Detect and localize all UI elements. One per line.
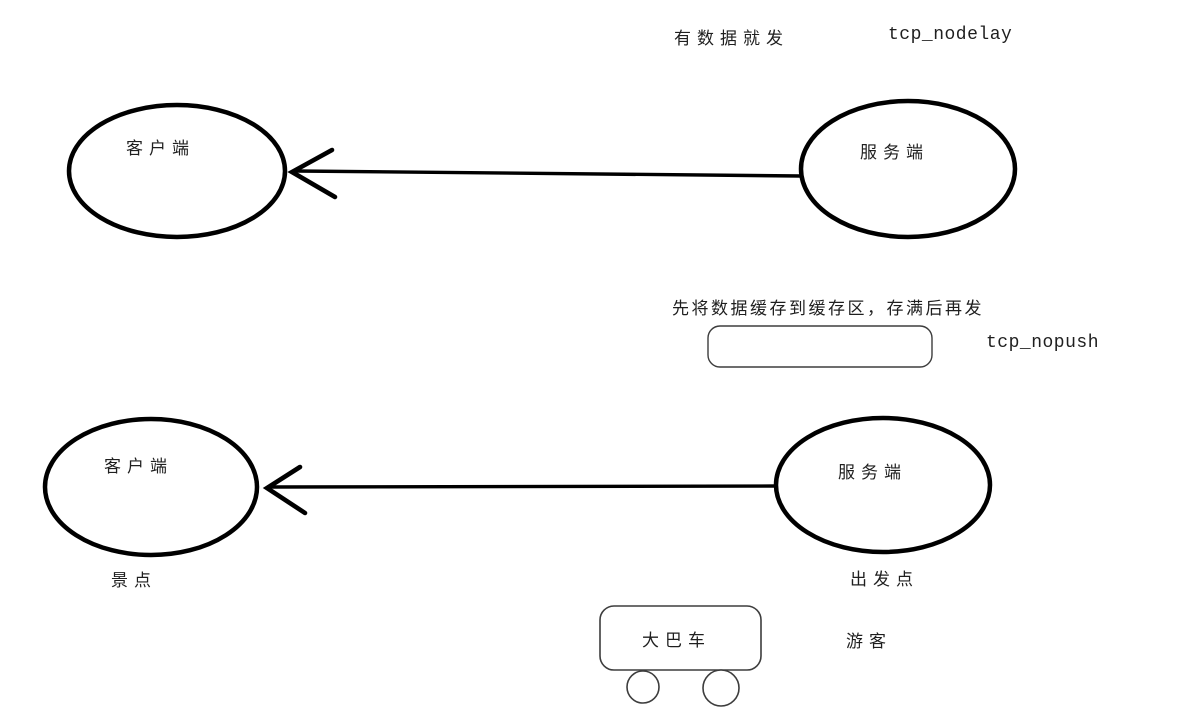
client-ellipse-nopush [42,416,260,558]
bus-body [599,605,762,671]
arrow-server-to-client-nopush [262,464,778,516]
arrow-shaft [270,484,778,489]
arrow-head-icon [262,464,308,516]
nodelay-option-label: tcp_nodelay [888,25,1013,45]
server-label-nodelay: 服务端 [860,143,929,162]
server-label-nopush: 服务端 [838,463,907,482]
departure-point-label: 出发点 [850,570,919,589]
bus-label: 大巴车 [642,631,711,650]
arrow-head-icon [287,147,338,200]
bus-wheel-right-icon [702,669,740,707]
arrow-shaft [295,169,802,178]
arrow-server-to-client-nodelay [287,147,802,200]
client-label-nodelay: 客户端 [126,139,195,158]
client-ellipse-nodelay [66,102,288,240]
nodelay-behavior-label: 有数据就发 [674,29,789,48]
server-ellipse-nopush [773,415,993,555]
bus-wheel-left-icon [626,670,660,704]
client-label-nopush: 客户端 [104,457,173,476]
nopush-behavior-label: 先将数据缓存到缓存区，存满后再发 [672,299,984,318]
server-ellipse-nodelay [798,98,1018,240]
tourist-label: 游客 [846,632,892,651]
bus-icon [599,605,762,707]
buffer-box [707,325,933,368]
nopush-option-label: tcp_nopush [986,333,1100,353]
scenic-spot-label: 景点 [111,571,157,590]
